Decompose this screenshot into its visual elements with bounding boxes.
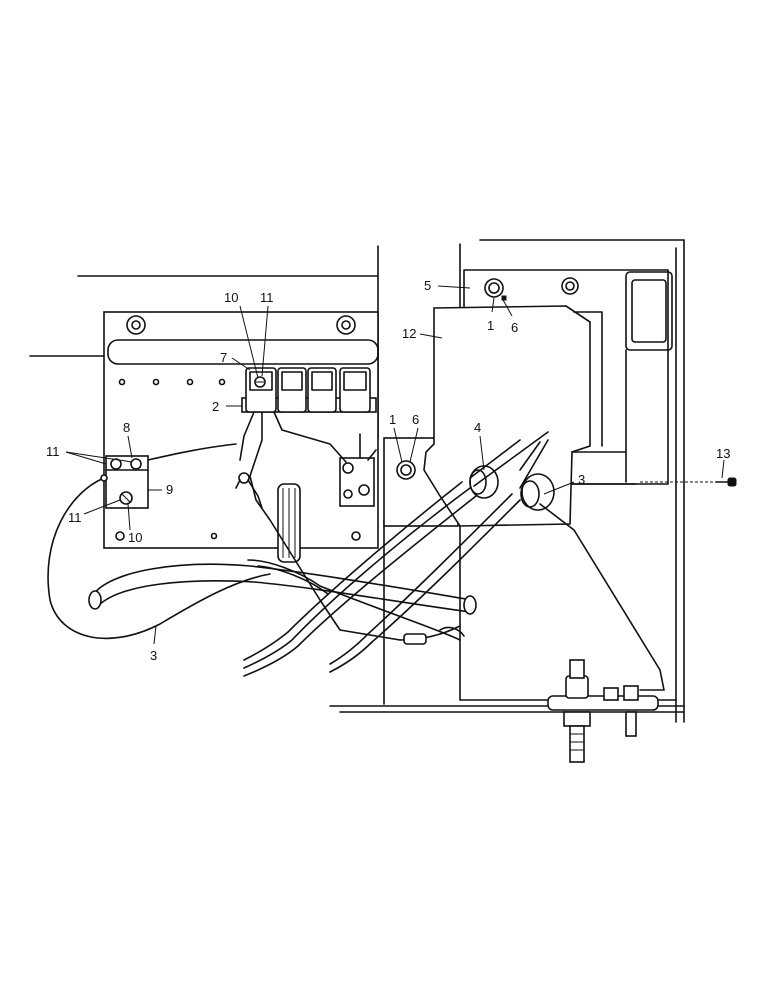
leader-lines	[65, 285, 725, 645]
mounting-nut	[396, 460, 416, 480]
callout-5: 5	[424, 278, 431, 293]
mounting-plate	[103, 311, 459, 549]
callout-11: 11	[260, 290, 274, 305]
callout-13: 13	[716, 446, 730, 461]
callout-3: 3	[150, 648, 157, 663]
callout-10: 10	[224, 290, 238, 305]
callout-3: 3	[578, 472, 585, 487]
callout-6: 6	[511, 320, 518, 335]
callout-6: 6	[412, 412, 419, 427]
callout-12: 12	[402, 326, 416, 341]
callout-4: 4	[474, 420, 481, 435]
screw	[715, 477, 737, 487]
terminal-block	[241, 367, 377, 413]
hose	[88, 563, 477, 615]
connector-bracket	[339, 433, 377, 507]
callout-2: 2	[212, 399, 219, 414]
callout-11: 11	[68, 510, 82, 525]
callout-9: 9	[166, 482, 173, 497]
mounting-nut	[484, 277, 579, 301]
control-box	[423, 305, 627, 527]
callout-labels: 5 1 6 12 10 11 7 2 1 6 4 3 13 8 11 9 11 …	[46, 278, 730, 663]
callout-1: 1	[487, 318, 494, 333]
terminal-post	[547, 659, 659, 763]
callout-7: 7	[220, 350, 227, 365]
wire-harness	[47, 411, 665, 691]
callout-8: 8	[123, 420, 130, 435]
callout-1: 1	[389, 412, 396, 427]
relay-box	[105, 455, 149, 509]
callout-10: 10	[128, 530, 142, 545]
callout-11: 11	[46, 444, 60, 459]
